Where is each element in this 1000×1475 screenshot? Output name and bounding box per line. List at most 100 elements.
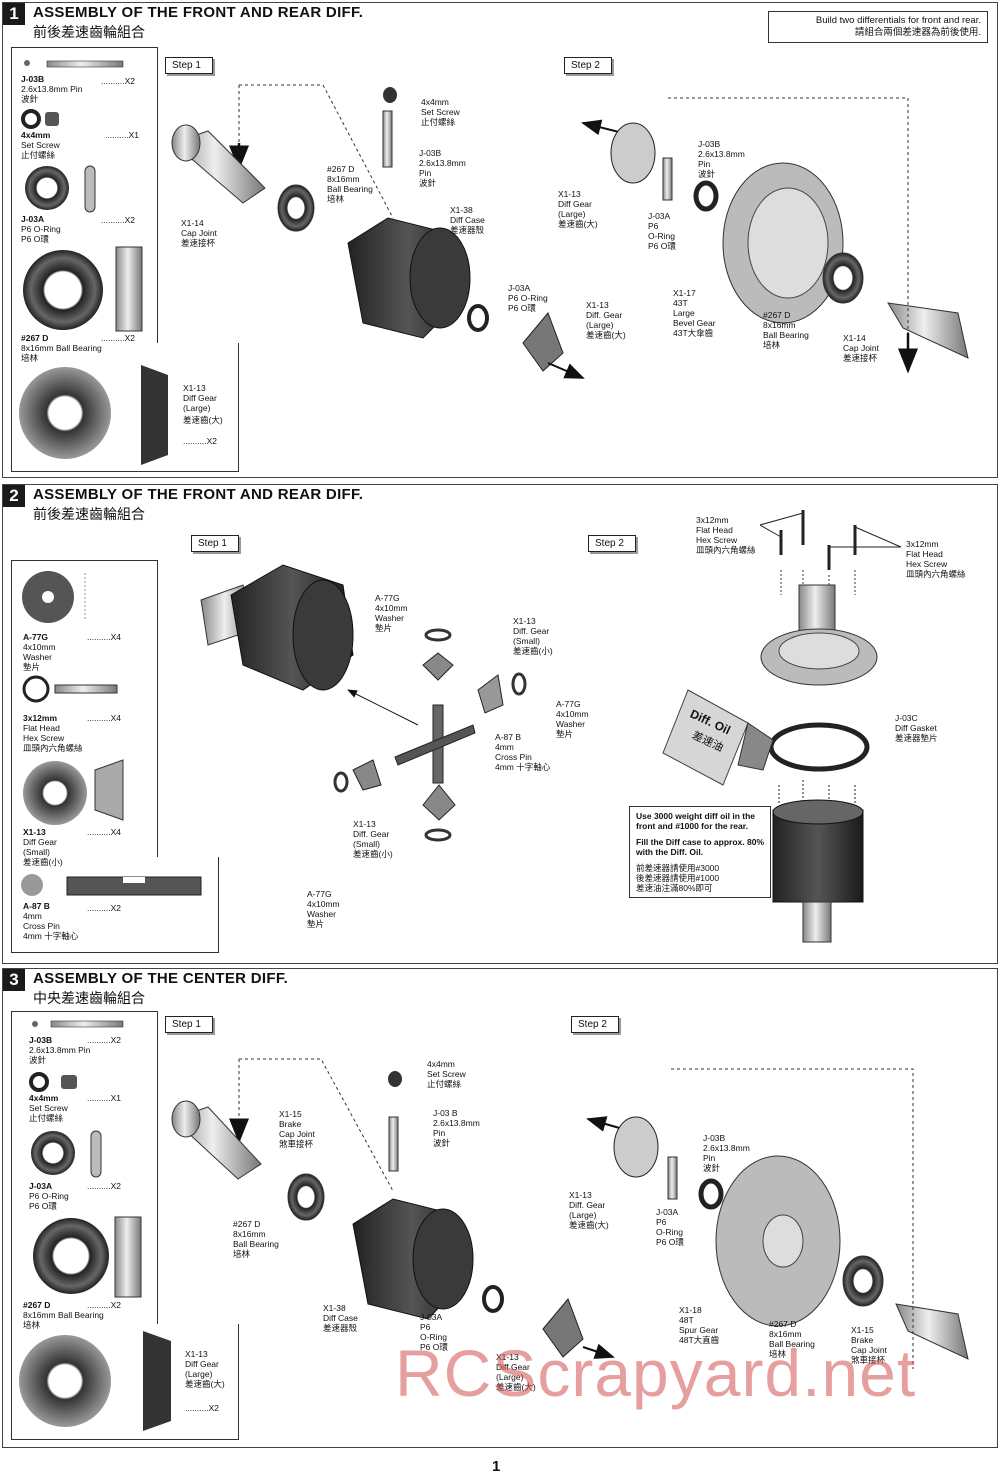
step-2-label: Step 2 [564, 57, 612, 74]
part-code: J-03A [29, 1181, 53, 1191]
part-qty: ..........X2 [87, 1300, 122, 1310]
part-cn: 皿頭內六角螺絲 [23, 743, 83, 753]
part-cn: 止付螺絲 [21, 150, 56, 160]
callout-washer-right: A-77G 4x10mm Washer 墊片 [556, 699, 589, 739]
part-code: 3x12mm [23, 713, 58, 723]
callout-pin2: J-03B 2.6x13.8mm Pin 波針 [703, 1133, 750, 1173]
part-qty: ..........X4 [87, 827, 122, 837]
part-qty: ..........X2 [101, 76, 136, 86]
part-desc: 8x16mm Ball Bearing [21, 343, 102, 353]
part-qty: ..........X2 [101, 333, 136, 343]
part-desc: Diff Gear (Large) [183, 393, 217, 413]
step-1-label: Step 1 [165, 57, 213, 74]
section-2: 2 ASSEMBLY OF THE FRONT AND REAR DIFF. 前… [2, 484, 998, 964]
part-desc: P6 O-Ring [21, 224, 61, 234]
callout-pin2: J-03B 2.6x13.8mm Pin 波針 [698, 139, 745, 179]
callout-brakecap2: X1-15 Brake Cap Joint 煞車接杯 [851, 1325, 887, 1365]
step2-art [662, 510, 902, 943]
part-desc: 4x10mm Washer [23, 642, 56, 662]
step-2-label: Step 2 [571, 1016, 619, 1033]
part-cn: 波針 [21, 94, 39, 104]
part-desc: 2.6x13.8mm Pin [29, 1045, 91, 1055]
part-qty: ..........X1 [105, 130, 140, 140]
part-cn: 止付螺絲 [29, 1113, 64, 1123]
callout-gear: X1-13 Diff Gear (Large) 差速齒(大) [496, 1352, 536, 1392]
part-code: J-03B [29, 1035, 53, 1045]
step-1-label: Step 1 [165, 1016, 213, 1033]
part-qty: ..........X2 [87, 903, 122, 913]
callout-capjoint: X1-14 Cap Joint 差速接杯 [181, 218, 217, 248]
page-number: 1 [492, 1458, 501, 1475]
part-desc: Set Screw [21, 140, 60, 150]
part-cn: P6 O環 [21, 234, 49, 244]
callout-crosspin: A-87 B 4mm Cross Pin 4mm 十字軸心 [495, 732, 551, 772]
part-cn: P6 O環 [29, 1201, 57, 1211]
part-code: 4x4mm [21, 130, 51, 140]
callout-pin: J-03B 2.6x13.8mm Pin 波針 [419, 148, 466, 188]
step1-exploded-art [171, 1058, 969, 1369]
part-code: X1-13 [185, 1349, 208, 1359]
part-cn: 差速齒(大) [183, 415, 223, 425]
callout-bearing2: #267 D 8x16mm Ball Bearing 培林 [763, 310, 809, 350]
section-number: 2 [3, 485, 25, 507]
part-qty: ..........X2 [87, 1035, 122, 1045]
part-code: #267 D [21, 333, 49, 343]
callout-gear-small-bot: X1-13 Diff. Gear (Small) 差速齒(小) [353, 819, 393, 859]
part-code: #267 D [23, 1300, 51, 1310]
part-code: J-03A [21, 214, 45, 224]
part-qty: ..........X2 [101, 215, 136, 225]
oil-note-en2: Fill the Diff case to approx. 80% with t… [636, 837, 765, 857]
build-note-en: Build two differentials for front and re… [815, 15, 981, 26]
oil-note-en1: Use 3000 weight diff oil in the front an… [636, 811, 756, 831]
part-qty: ..........X1 [87, 1093, 122, 1103]
callout-gear2: X1-13 Diff Gear (Large) 差速齒(大) [558, 189, 598, 229]
part-qty: ..........X2 [183, 436, 218, 446]
part-cn: 差速齒(小) [23, 857, 63, 867]
part-cn: 4mm 十字軸心 [23, 931, 79, 941]
part-desc: 4mm Cross Pin [23, 911, 60, 931]
callout-screw-right: 3x12mm Flat Head Hex Screw 皿頭內六角螺絲 [906, 539, 966, 579]
callout-capjoint2: X1-14 Cap Joint 差速接杯 [843, 333, 879, 363]
section-title: ASSEMBLY OF THE FRONT AND REAR DIFF. [33, 486, 364, 503]
part-desc: 8x16mm Ball Bearing [23, 1310, 104, 1320]
step-1-label: Step 1 [191, 535, 239, 552]
part-qty: ..........X2 [185, 1403, 220, 1413]
callout-oring2: J-03A P6 O-Ring P6 O環 [656, 1207, 684, 1247]
section-title: ASSEMBLY OF THE CENTER DIFF. [33, 970, 289, 987]
build-note: Build two differentials for front and re… [768, 11, 988, 43]
part-qty: ..........X4 [87, 632, 122, 642]
part-code: A-87 B [23, 901, 50, 911]
part-code: X1-13 [23, 827, 46, 837]
callout-washer-bot: A-77G 4x10mm Washer 墊片 [307, 889, 340, 929]
part-qty: ..........X4 [87, 713, 122, 723]
step1-art [200, 564, 527, 842]
oil-note-cn2: 後差速器請使用#1000 [636, 873, 720, 883]
part-desc: Diff Gear (Large) [185, 1359, 219, 1379]
part-cn: 培林 [23, 1320, 41, 1330]
callout-oring: J-03A P6 O-Ring P6 O環 [508, 283, 548, 313]
callout-bearing: #267 D 8x16mm Ball Bearing 培林 [233, 1219, 279, 1259]
step1-exploded-art [171, 84, 969, 379]
part-code: A-77G [23, 632, 49, 642]
part-desc: 2.6x13.8mm Pin [21, 84, 83, 94]
part-cn: 差速齒(大) [185, 1379, 225, 1389]
callout-case: X1-38 Diff Case 差速器殼 [450, 205, 485, 235]
build-note-cn: 請組合兩個差速器為前後使用. [854, 27, 981, 38]
callout-gear: X1-13 Diff. Gear (Large) 差速齒(大) [586, 300, 626, 340]
callout-setscrew: 4x4mm Set Screw 止付螺絲 [427, 1059, 466, 1089]
part-cn: 培林 [21, 353, 39, 363]
watermark: RCScrapyard.net [395, 1336, 917, 1410]
part-desc: Flat Head Hex Screw [23, 723, 65, 743]
callout-washer-top: A-77G 4x10mm Washer 墊片 [375, 593, 408, 633]
section-number: 3 [3, 969, 25, 991]
callout-spur: X1-18 48T Spur Gear 48T大直齒 [679, 1305, 720, 1345]
parts-list-lower [11, 857, 219, 953]
parts-art [21, 571, 202, 896]
part-desc: Diff Gear (Small) [23, 837, 57, 857]
callout-pin: J-03 B 2.6x13.8mm Pin 波針 [433, 1108, 480, 1148]
callout-case: X1-38 Diff Case 差速器殼 [323, 1303, 358, 1333]
part-code: X1-13 [183, 383, 206, 393]
parts-art [19, 60, 168, 465]
section-title-cn: 前後差速齒輪組合 [33, 25, 145, 41]
callout-bevel: X1-17 43T Large Bevel Gear 43T大傘齒 [673, 288, 716, 338]
